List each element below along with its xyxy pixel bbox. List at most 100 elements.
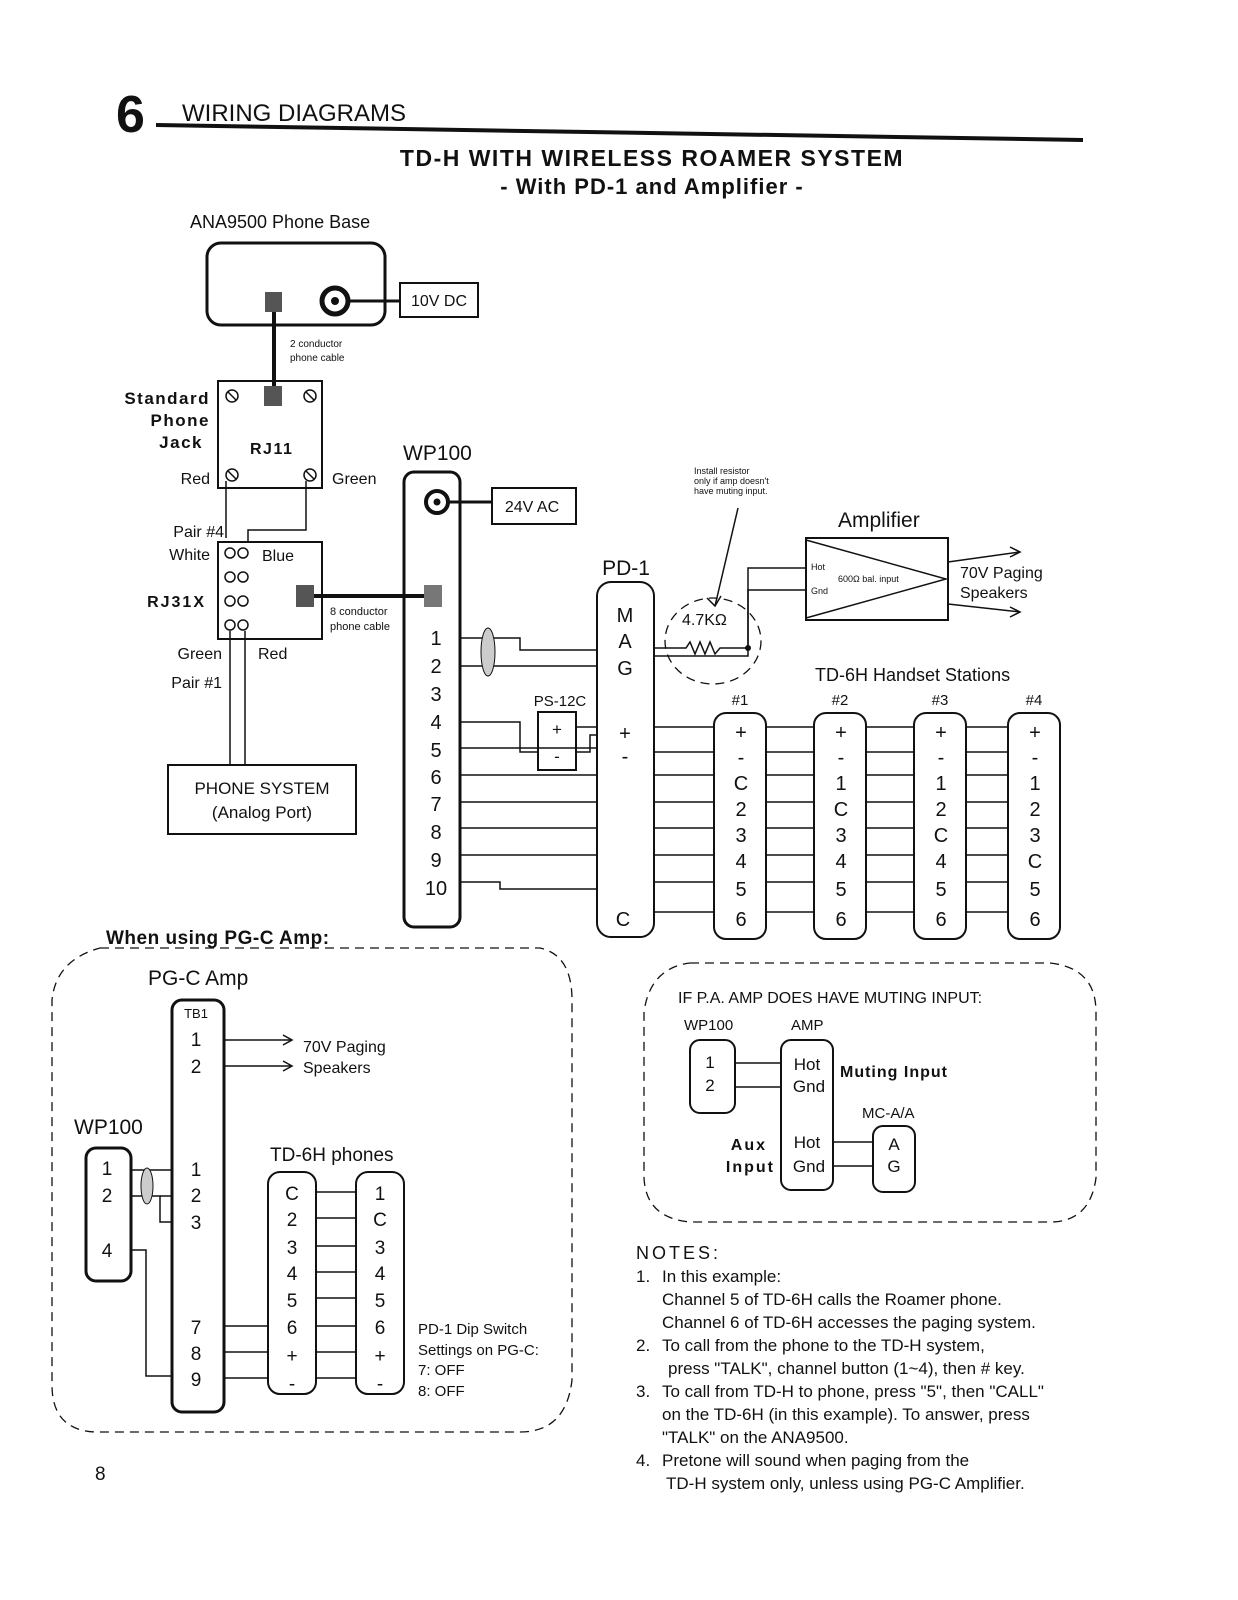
pgc-phone-b: [355, 1171, 405, 1395]
station-id-1: #1: [732, 692, 749, 709]
pgc-phone-b-term-3: 3: [375, 1238, 386, 1259]
svg-text:Gnd: Gnd: [811, 586, 828, 596]
10v-dc-label: 10V DC: [411, 293, 467, 310]
page-number: 8: [95, 1464, 106, 1485]
svg-text:Gnd: Gnd: [793, 1077, 825, 1096]
station-box-3: [913, 712, 967, 940]
24v-ac-box: [491, 487, 577, 525]
svg-text:+: +: [552, 720, 562, 739]
svg-text:TB1: TB1: [184, 1006, 208, 1021]
pd1-term-minus: -: [622, 746, 629, 768]
tb1-term-2: 2: [191, 1057, 202, 1078]
station-1-term-8: 6: [735, 909, 746, 931]
wp100-term-5: 5: [430, 740, 441, 762]
svg-text:2: 2: [705, 1076, 714, 1095]
dip-2: Settings on PG-C:: [418, 1342, 539, 1359]
title-line1: TD-H WITH WIRELESS ROAMER SYSTEM: [400, 145, 904, 171]
tb1-term-2b: 2: [191, 1186, 202, 1207]
tb1-term-1: 1: [191, 1030, 202, 1051]
note-3: 3. To call from TD-H to phone, press "5"…: [636, 1382, 1044, 1447]
tb1-term-3: 3: [191, 1213, 202, 1234]
station-3-term-7: 5: [935, 879, 946, 901]
station-4-term-1: +: [1029, 722, 1041, 744]
wp100-box: [402, 470, 462, 929]
pgc-output-1: 70V Paging: [303, 1039, 386, 1056]
station-3-term-3: 1: [935, 773, 946, 795]
wp100-term-8: 8: [430, 822, 441, 844]
wp100-term-1: 1: [430, 628, 441, 650]
station-box-4: [1007, 712, 1061, 940]
pd1-term-g: G: [617, 658, 633, 680]
station-2-term-1: +: [835, 722, 847, 744]
svg-text:Gnd: Gnd: [793, 1157, 825, 1176]
section-number: 6: [116, 86, 145, 144]
station-2-term-7: 5: [835, 879, 846, 901]
pgc-output-2: Speakers: [303, 1060, 371, 1077]
svg-text:1: 1: [102, 1159, 113, 1180]
station-3-term-5: C: [934, 825, 948, 847]
svg-text:Hot: Hot: [811, 562, 826, 572]
station-4-term-4: 2: [1029, 799, 1040, 821]
pgc-wp100-label: WP100: [74, 1116, 143, 1139]
pgc-frame: [51, 947, 573, 1433]
svg-text:-: -: [554, 747, 560, 766]
station-1-term-7: 5: [735, 879, 746, 901]
rj11-green: Green: [332, 471, 376, 488]
cable-label-1: 2 conductor: [290, 339, 343, 350]
station-2-term-5: 3: [835, 825, 846, 847]
station-id-4: #4: [1026, 692, 1043, 709]
tb1-term-1b: 1: [191, 1160, 202, 1181]
svg-text:Hot: Hot: [794, 1133, 821, 1152]
pgc-phone-b-term-6: 6: [375, 1318, 386, 1339]
rj11-box: [217, 380, 323, 489]
pair4-label: Pair #4: [173, 524, 224, 541]
pgc-phone-a-term-3: 3: [287, 1238, 298, 1259]
resistor-note-3: have muting input.: [694, 486, 768, 496]
pgc-wp100-box: [84, 1146, 133, 1283]
station-2-term-4: C: [834, 799, 848, 821]
pair1-label: Pair #1: [171, 675, 222, 692]
pd1-term-a: A: [618, 631, 632, 653]
notes-heading: NOTES:: [636, 1243, 722, 1263]
svg-text:600Ω bal. input: 600Ω bal. input: [838, 574, 899, 584]
wp100-label: WP100: [403, 442, 472, 465]
pd1-term-plus: +: [619, 723, 631, 745]
pd1-box: [596, 581, 655, 938]
station-1-term-1: +: [735, 722, 747, 744]
station-1-term-4: 2: [735, 799, 746, 821]
blue-label: Blue: [262, 548, 294, 565]
ps12c-box: [537, 711, 577, 771]
8cond-label-2: phone cable: [330, 621, 390, 633]
rj31x-label: RJ31X: [147, 594, 206, 611]
pgc-phone-a-term-4: 4: [287, 1264, 298, 1285]
td6h-phones-label: TD-6H phones: [270, 1145, 394, 1166]
wp100-term-2: 2: [430, 656, 441, 678]
station-4-term-5: 3: [1029, 825, 1040, 847]
svg-text:4: 4: [102, 1241, 113, 1262]
svg-text:WP100: WP100: [684, 1017, 733, 1034]
pgc-phone-a: [267, 1171, 317, 1395]
note-1: 1. In this example: Channel 5 of TD-6H c…: [636, 1267, 1036, 1332]
pgc-phone-b-term-1: 1: [375, 1184, 386, 1205]
pgc-phone-b-term-2: C: [373, 1210, 387, 1231]
muting-frame: [643, 962, 1097, 1223]
svg-text:1: 1: [705, 1053, 714, 1072]
rj11-label: RJ11: [250, 441, 293, 458]
pgc-tb1-box: [170, 998, 226, 1414]
svg-text:Hot: Hot: [794, 1055, 821, 1074]
phone-base: [205, 241, 387, 327]
pgc-phone-a-term-8: -: [289, 1374, 295, 1395]
station-1-term-5: 3: [735, 825, 746, 847]
station-box-2: [813, 712, 867, 940]
wp100-term-7: 7: [430, 794, 441, 816]
resistor-note-2: only if amp doesn't: [694, 476, 769, 486]
station-1-term-6: 4: [735, 851, 746, 873]
pgc-phone-b-term-4: 4: [375, 1264, 386, 1285]
svg-text:MC-A/A: MC-A/A: [862, 1105, 915, 1122]
tb1-term-9: 9: [191, 1370, 202, 1391]
phone-system-line2: (Analog Port): [212, 803, 312, 822]
svg-text:AMP: AMP: [791, 1017, 824, 1034]
wp100-term-6: 6: [430, 767, 441, 789]
amp-output-1: 70V Paging: [960, 565, 1043, 582]
